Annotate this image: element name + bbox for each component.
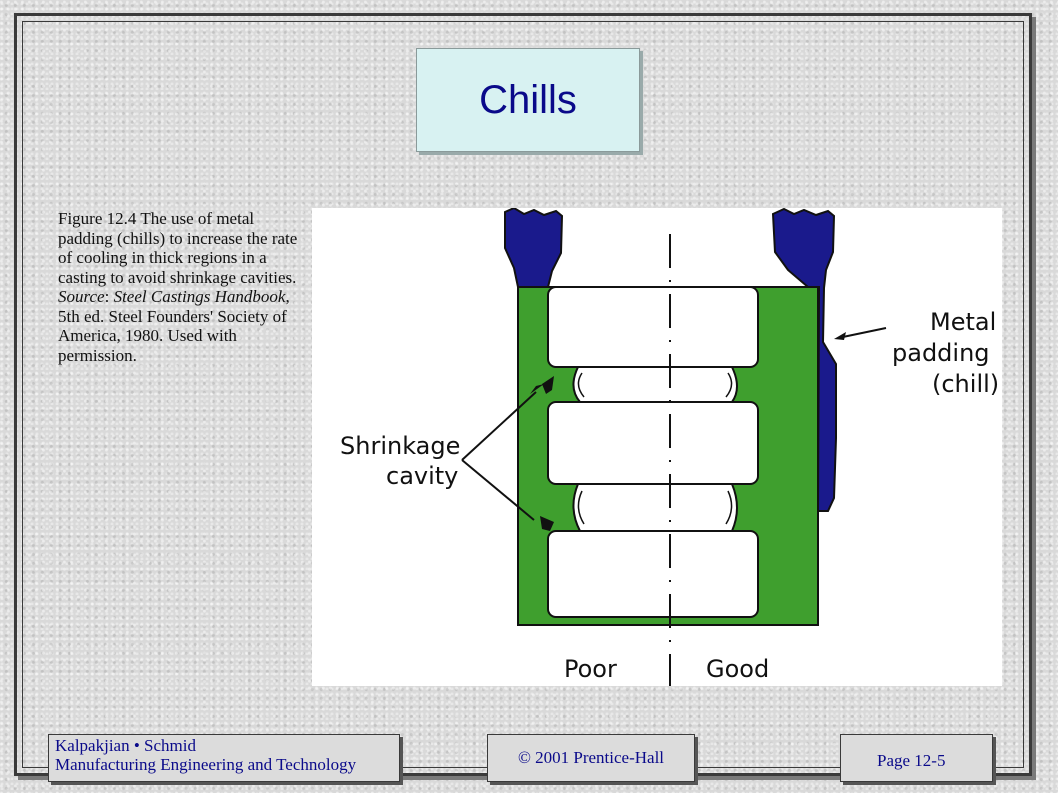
footer-page-number: Page 12-5 — [877, 751, 946, 770]
shrinkage-arrows — [461, 391, 537, 521]
casting-diagram: Metal padding (chill) Shrinkage cavity P… — [340, 206, 999, 686]
caption-source-colon: : — [104, 287, 114, 306]
footer-authors-box: Kalpakjian • Schmid Manufacturing Engine… — [48, 734, 400, 782]
figure-caption: Figure 12.4 The use of metal padding (ch… — [58, 209, 306, 365]
shrinkage-cavity-upper — [542, 376, 554, 394]
chill-arrow-head — [834, 332, 846, 340]
caption-source-rest: , 5th ed. Steel Founders' Society of Ame… — [58, 287, 290, 365]
title-box: Chills — [416, 48, 640, 152]
chill-casting-figure: Metal padding (chill) Shrinkage cavity P… — [312, 206, 1002, 686]
shrinkage-cavity-lower — [540, 516, 554, 531]
footer-copyright: © 2001 Prentice-Hall — [517, 748, 665, 767]
label-shrinkage: Shrinkage — [340, 432, 460, 460]
slide-title: Chills — [479, 77, 577, 122]
caption-figure-ref: Figure 12.4 — [58, 209, 137, 228]
caption-source-label: Source — [58, 287, 105, 306]
caption-text: The use of metal padding (chills) to inc… — [58, 209, 298, 287]
neck-grooves — [577, 372, 733, 525]
label-poor: Poor — [564, 655, 617, 683]
casting-cavity — [547, 286, 759, 618]
label-chill: (chill) — [932, 370, 999, 398]
arrow-upper-head — [530, 384, 544, 394]
label-padding: padding — [892, 339, 990, 367]
label-cavity: cavity — [386, 462, 458, 490]
footer-authors: Kalpakjian • Schmid — [55, 736, 196, 755]
footer-page-box: Page 12-5 — [840, 734, 993, 782]
label-metal: Metal — [930, 308, 996, 336]
footer-book-title: Manufacturing Engineering and Technology — [55, 755, 357, 774]
label-good: Good — [706, 655, 769, 683]
caption-book-title: Steel Castings Handbook — [113, 287, 286, 306]
left-riser — [504, 206, 564, 288]
chill-arrow — [837, 327, 887, 339]
footer-copyright-box: © 2001 Prentice-Hall — [487, 734, 695, 782]
